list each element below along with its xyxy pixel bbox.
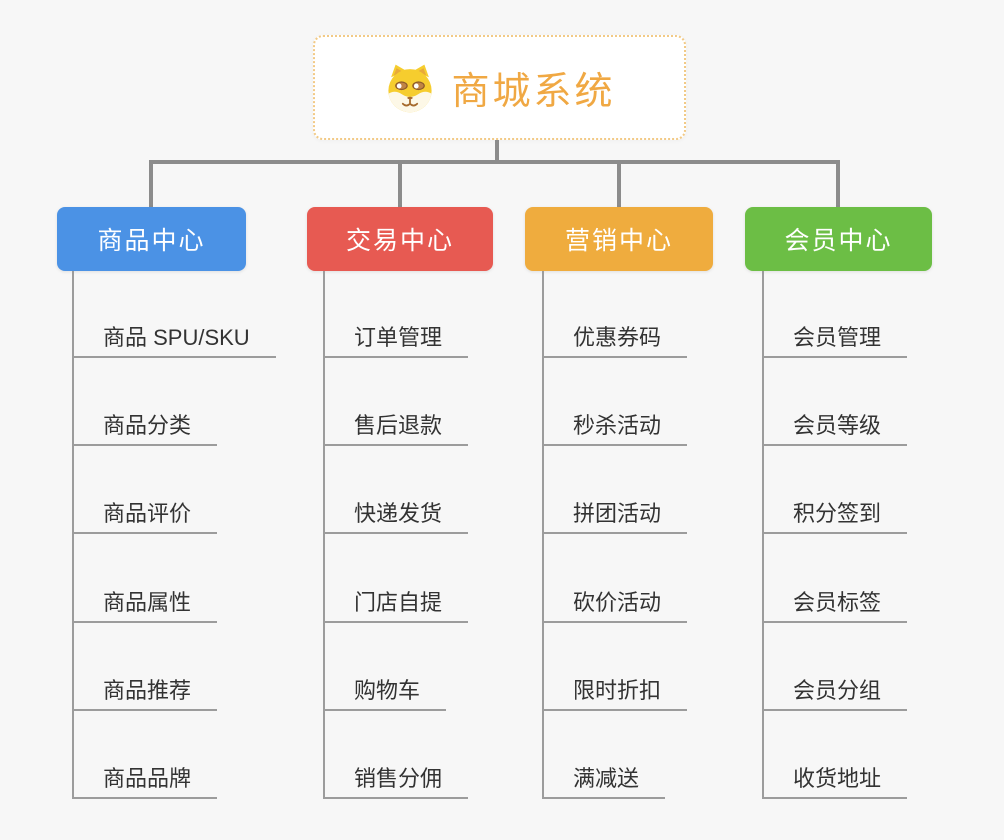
root-node[interactable]: 商城系统 — [313, 35, 686, 140]
leaf-node[interactable]: 会员标签 — [762, 590, 908, 623]
connector-root-stem — [495, 140, 499, 164]
leaf-node[interactable]: 砍价活动 — [542, 590, 688, 623]
leaf-node[interactable]: 商品分类 — [72, 413, 218, 446]
leaf-node[interactable]: 限时折扣 — [542, 678, 688, 711]
leaf-node[interactable]: 售后退款 — [323, 413, 469, 446]
leaf-node[interactable]: 销售分佣 — [323, 766, 469, 799]
leaf-node[interactable]: 商品属性 — [72, 590, 218, 623]
connector-column-2 — [323, 271, 325, 799]
root-title: 商城系统 — [451, 71, 616, 113]
leaf-node[interactable]: 快递发货 — [323, 501, 469, 534]
leaf-node[interactable]: 会员分组 — [762, 678, 908, 711]
leaf-node[interactable]: 订单管理 — [323, 325, 469, 358]
branch-node-marketing-center[interactable]: 营销中心 — [525, 207, 713, 271]
leaf-node[interactable]: 拼团活动 — [542, 501, 688, 534]
connector-drop-3 — [617, 160, 621, 207]
connector-column-3 — [542, 271, 544, 799]
leaf-node[interactable]: 门店自提 — [323, 590, 469, 623]
connector-column-1 — [72, 271, 74, 799]
branch-node-product-center[interactable]: 商品中心 — [57, 207, 246, 271]
connector-drop-1 — [149, 160, 153, 207]
connector-bus — [149, 160, 840, 164]
connector-column-4 — [762, 271, 764, 799]
leaf-node[interactable]: 积分签到 — [762, 501, 908, 534]
leaf-node[interactable]: 会员等级 — [762, 413, 908, 446]
leaf-node[interactable]: 会员管理 — [762, 325, 908, 358]
branch-node-member-center[interactable]: 会员中心 — [745, 207, 932, 271]
dog-face-icon — [388, 64, 433, 112]
leaf-node[interactable]: 商品 SPU/SKU — [72, 325, 276, 358]
leaf-node[interactable]: 商品品牌 — [72, 766, 218, 799]
leaf-node[interactable]: 收货地址 — [762, 766, 908, 799]
leaf-node[interactable]: 商品推荐 — [72, 678, 218, 711]
connector-drop-2 — [398, 160, 402, 207]
leaf-node[interactable]: 满减送 — [542, 766, 666, 799]
leaf-node[interactable]: 优惠券码 — [542, 325, 688, 358]
leaf-node[interactable]: 购物车 — [323, 678, 447, 711]
leaf-node[interactable]: 秒杀活动 — [542, 413, 688, 446]
leaf-node[interactable]: 商品评价 — [72, 501, 218, 534]
branch-node-trade-center[interactable]: 交易中心 — [307, 207, 493, 271]
connector-drop-4 — [836, 160, 840, 207]
